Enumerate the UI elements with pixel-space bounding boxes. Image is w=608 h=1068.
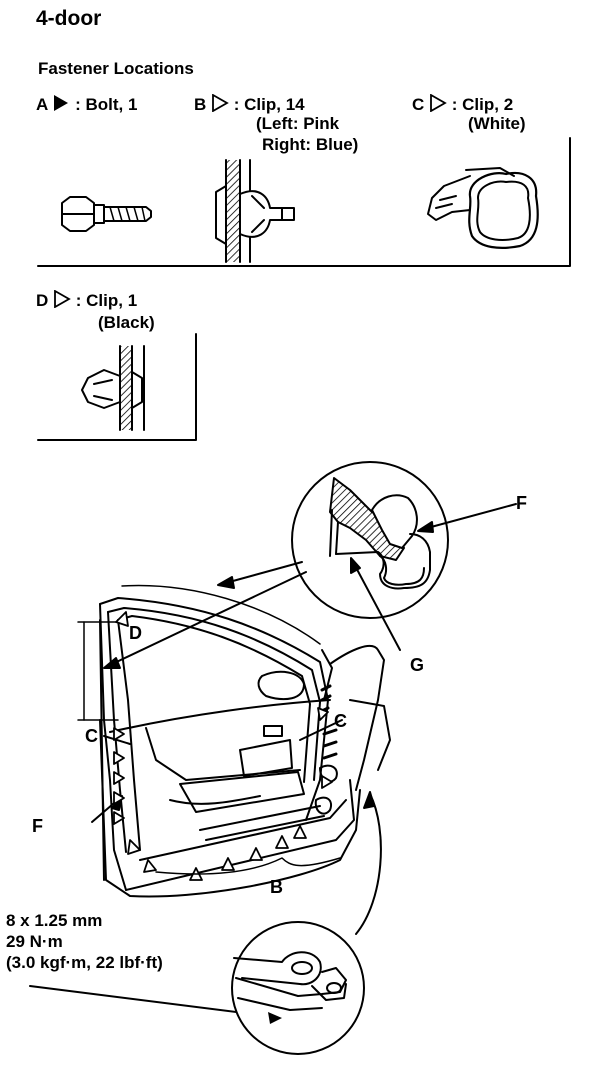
torque-size: 8 x 1.25 mm [6,911,103,930]
section-subtitle: Fastener Locations [38,59,194,78]
hollow-triangle-icon [430,94,447,112]
bolt-detail-circle [231,921,365,1055]
callout-g-detail: G [410,655,425,675]
fastener-c-line2: (White) [468,114,526,133]
fastener-d-line2: (Black) [98,313,155,332]
fastener-d-text: : Clip, 1 [75,291,138,310]
fastener-c-letter: C [412,95,425,114]
fastener-d-letter: D [36,291,49,310]
fastener-a-label: A : Bolt, 1 [36,94,137,113]
fastener-box-top-border [37,137,571,267]
seal-detail-circle [291,461,449,619]
clip-c-illustration [427,167,539,249]
fastener-d-label: D : Clip, 1 [36,290,137,309]
fastener-b-text: : Clip, 14 [233,95,305,114]
torque-value: 29 N·m [6,932,63,951]
clip-markers [113,611,333,881]
fastener-a-letter: A [36,95,48,114]
callout-d: D [129,623,142,643]
callout-f-left: F [32,816,43,836]
fastener-b-letter: B [194,95,207,114]
fastener-c-label: C : Clip, 2 [412,94,513,113]
page-title: 4-door [36,7,102,30]
clip-d-illustration [81,345,145,431]
bolt-a-illustration [61,196,152,232]
solid-triangle-icon [54,95,69,111]
fastener-b-label: B : Clip, 14 [194,94,305,113]
fastener-b-line3: Right: Blue) [262,135,359,154]
fastener-a-text: : Bolt, 1 [75,95,138,114]
callout-c-left: C [85,726,98,746]
fastener-box-d-border [37,333,197,441]
fastener-c-text: : Clip, 2 [451,95,514,114]
hollow-triangle-icon [54,290,71,308]
clip-b-illustration [215,159,295,263]
callout-f-detail: F [516,493,527,513]
fastener-b-line2: (Left: Pink [256,114,340,133]
torque-alt: (3.0 kgf·m, 22 lbf·ft) [6,953,163,972]
b-brace [155,857,341,875]
dimension-lines [77,584,321,721]
door-frame [99,597,391,898]
hollow-triangle-icon [212,94,229,112]
